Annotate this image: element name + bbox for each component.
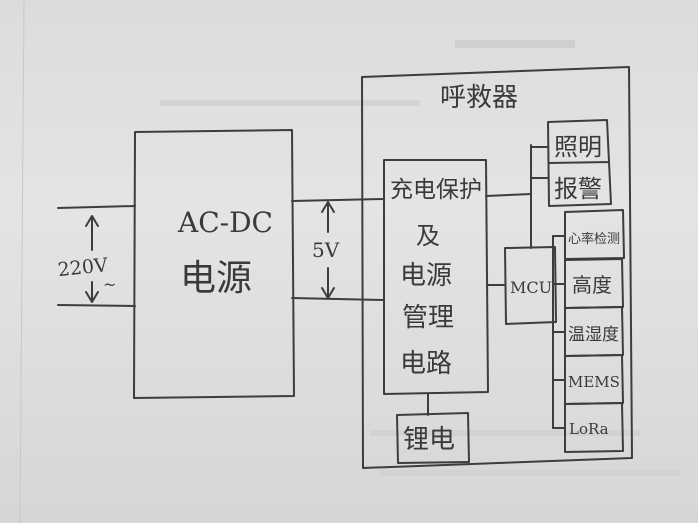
- input-arrow-up-icon: [85, 215, 99, 251]
- sensor-lora-border: [564, 402, 624, 453]
- sensor-mems-label: MEMS: [568, 373, 620, 391]
- input-line-bottom: [57, 304, 136, 307]
- mcu-border: [504, 246, 557, 325]
- sensor-heartrate-border: [564, 209, 625, 260]
- respirator-device: 呼救器: [361, 66, 633, 469]
- respirator-border: [361, 66, 633, 469]
- charge-to-output-line: [485, 193, 532, 197]
- dc-output-section: 5V: [291, 198, 385, 301]
- sensor-temphum-label: 温湿度: [568, 325, 619, 345]
- output-alarm-label: 报警: [554, 175, 602, 203]
- acdc-block-border: [133, 129, 295, 399]
- input-line-top: [57, 205, 136, 209]
- battery-label: 锂电: [403, 425, 455, 455]
- battery-block: 锂电: [396, 393, 470, 464]
- mcu-block: MCU: [487, 235, 566, 429]
- charge-management-block: 充电保护 及 电源 管理 电路: [383, 159, 489, 395]
- output-border: [547, 119, 612, 207]
- charge-line-2: 及: [416, 222, 440, 250]
- charge-line-5: 电路: [400, 349, 452, 379]
- respirator-title: 呼救器: [440, 83, 518, 113]
- sensor-stack: 心率检测 高度 温湿度 MEMS LoRa: [564, 209, 625, 453]
- paper-background: [19, 0, 680, 523]
- output-voltage-label: 5V: [312, 238, 340, 262]
- dc-line-top: [291, 198, 385, 202]
- dc-arrow-up-icon: [321, 201, 335, 233]
- ac-mark-label: ~: [103, 275, 116, 294]
- acdc-subtitle: 电源: [180, 258, 252, 299]
- charge-block-border: [383, 159, 489, 395]
- dc-line-bottom: [291, 297, 385, 301]
- input-section: 220V ~: [57, 205, 136, 307]
- sensor-heartrate-label: 心率检测: [568, 231, 620, 247]
- charge-line-3: 电源: [400, 261, 452, 291]
- battery-border: [396, 412, 470, 464]
- sensor-lora-label: LoRa: [569, 420, 609, 438]
- acdc-power-block: AC-DC 电源: [133, 129, 295, 399]
- input-arrow-down-icon: [85, 281, 99, 303]
- acdc-title: AC-DC: [177, 206, 273, 239]
- output-lighting-label: 照明: [554, 133, 602, 161]
- dc-arrow-down-icon: [321, 267, 335, 299]
- charge-line-1: 充电保护: [390, 177, 482, 203]
- charge-line-4: 管理: [402, 303, 454, 333]
- mcu-label: MCU: [510, 278, 552, 297]
- output-devices: 照明 报警: [485, 119, 612, 249]
- input-voltage-label: 220V: [57, 254, 109, 281]
- sensor-altitude-label: 高度: [572, 273, 612, 297]
